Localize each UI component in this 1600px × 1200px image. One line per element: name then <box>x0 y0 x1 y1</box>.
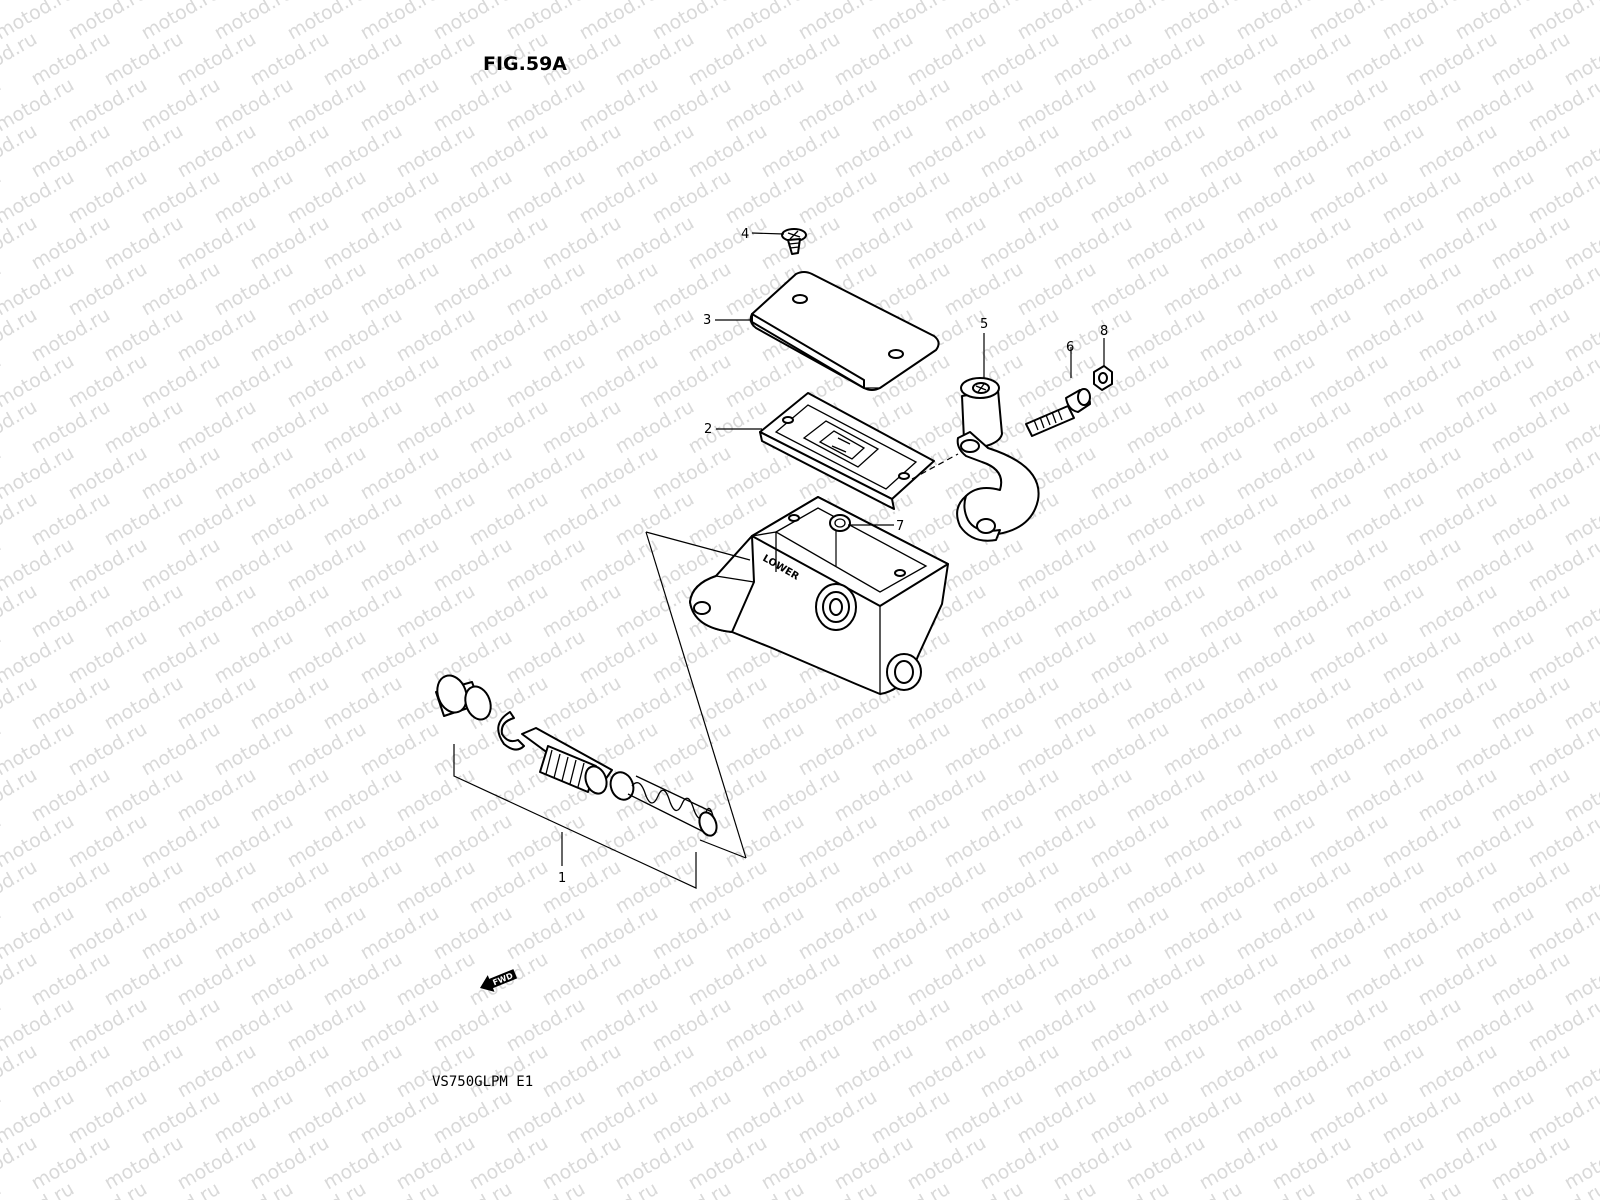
callout-1: 1 <box>558 871 566 886</box>
callout-3: 3 <box>703 313 711 328</box>
callout-7: 7 <box>896 519 904 534</box>
callout-4: 4 <box>741 227 749 242</box>
part-8-nut <box>1093 365 1113 391</box>
watermark-text: motod.ru <box>0 1178 5 1200</box>
callout-8: 8 <box>1100 324 1108 339</box>
model-code: VS750GLPM E1 <box>432 1074 533 1090</box>
figure-title: FIG.59A <box>483 53 567 75</box>
callout-5: 5 <box>980 317 988 332</box>
callout-2: 2 <box>704 422 712 437</box>
callout-6: 6 <box>1066 340 1074 355</box>
